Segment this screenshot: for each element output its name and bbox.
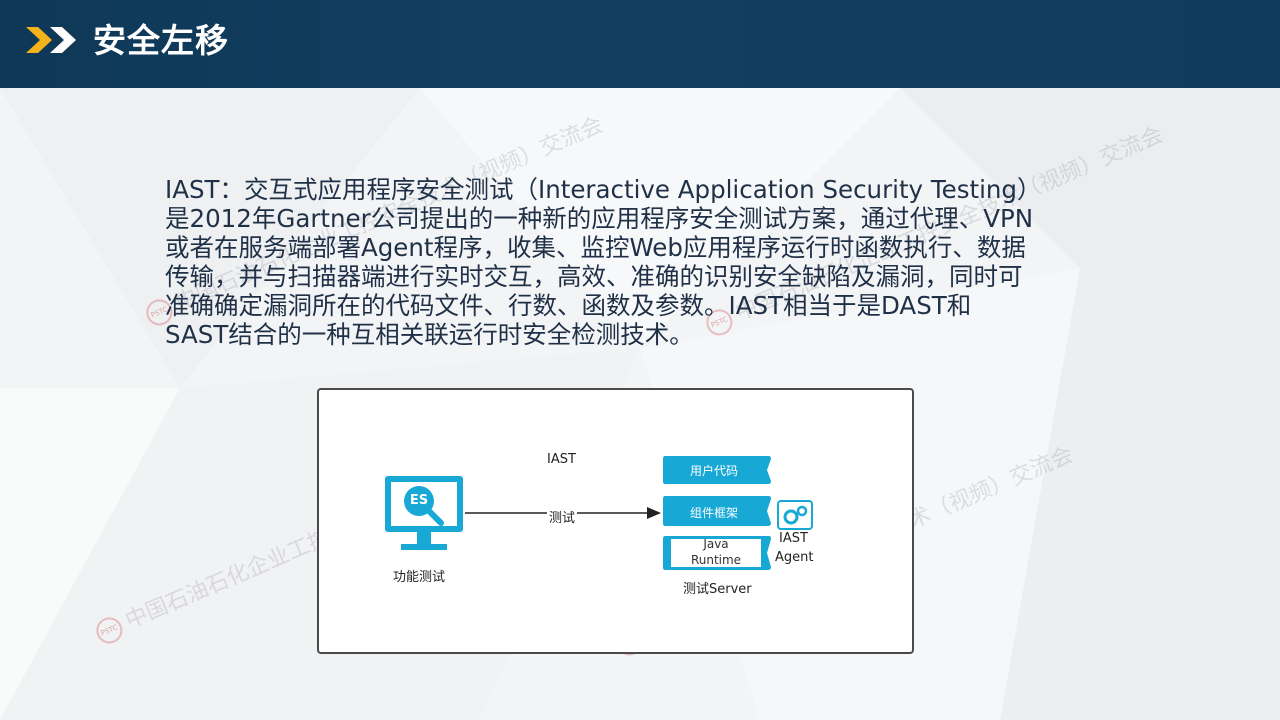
server-label: 测试Server: [683, 582, 752, 597]
body-line: IAST：交互式应用程序安全测试（Interactive Application…: [165, 175, 1042, 204]
body-line: SAST结合的一种互相关联运行时安全检测技术。: [165, 320, 694, 349]
framework-box: [663, 496, 771, 526]
runtime-line-runtime: Runtime: [690, 553, 742, 567]
agent-label-line2: Agent: [775, 550, 814, 565]
gear-icon: [777, 500, 813, 530]
monitor-icon: [385, 476, 463, 550]
chevron-right-icon: [26, 27, 76, 53]
iast-diagram: ES 功能测试 测试 IAST 用户代码 组件框架 Java Runtime I…: [317, 388, 914, 654]
page-title: 安全左移: [93, 21, 229, 60]
runtime-line-java: Java: [703, 537, 729, 551]
framework-label: 组件框架: [689, 506, 738, 520]
runtime-label: Java Runtime: [671, 536, 761, 568]
iast-label: IAST: [547, 452, 576, 467]
header-bar: 安全左移: [0, 0, 1280, 88]
body-line: 是2012年Gartner公司提出的一种新的应用程序安全测试方案，通过代理、VP…: [165, 204, 1034, 233]
arrow-label: 测试: [547, 507, 578, 526]
runtime-box: [663, 536, 771, 570]
user-code-label: 用户代码: [689, 464, 738, 478]
body-paragraph: IAST：交互式应用程序安全测试（Interactive Application…: [165, 175, 1125, 349]
body-line: 传输，并与扫描器端进行实时交互，高效、准确的识别安全缺陷及漏洞，同时可: [165, 262, 1023, 291]
body-line: 或者在服务端部署Agent程序，收集、监控Web应用程序运行时函数执行、数据: [165, 233, 1026, 262]
monitor-badge: ES: [409, 493, 429, 508]
user-code-box: [663, 456, 771, 484]
monitor-label: 功能测试: [393, 570, 446, 585]
body-line: 准确确定漏洞所在的代码文件、行数、函数及参数。IAST相当于是DAST和: [165, 291, 972, 320]
agent-label-line1: IAST: [779, 531, 808, 546]
